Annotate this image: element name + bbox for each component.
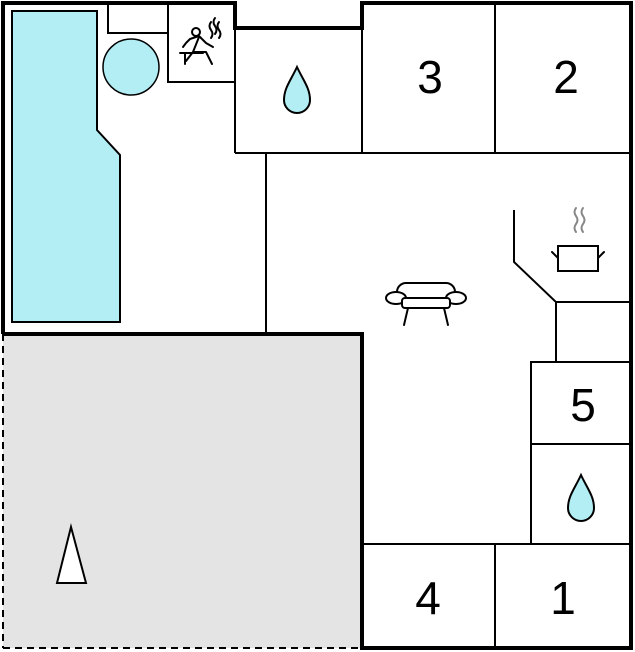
sauna-icon <box>179 17 222 65</box>
water-drop-icon <box>282 64 312 114</box>
hot-tub-icon <box>102 38 160 96</box>
water-drop-icon <box>566 472 596 522</box>
sofa-icon <box>385 282 467 326</box>
room-number-4: 4 <box>415 572 441 624</box>
terrace-area <box>2 334 362 649</box>
room-number-1: 1 <box>550 572 576 624</box>
room-number-2: 2 <box>553 51 579 103</box>
room-number-5: 5 <box>570 379 596 431</box>
parasol-icon <box>55 523 88 584</box>
pool-icon <box>11 10 121 323</box>
interior-walls <box>107 3 631 648</box>
cooking-pot-icon <box>551 207 605 272</box>
room-number-3: 3 <box>417 51 443 103</box>
